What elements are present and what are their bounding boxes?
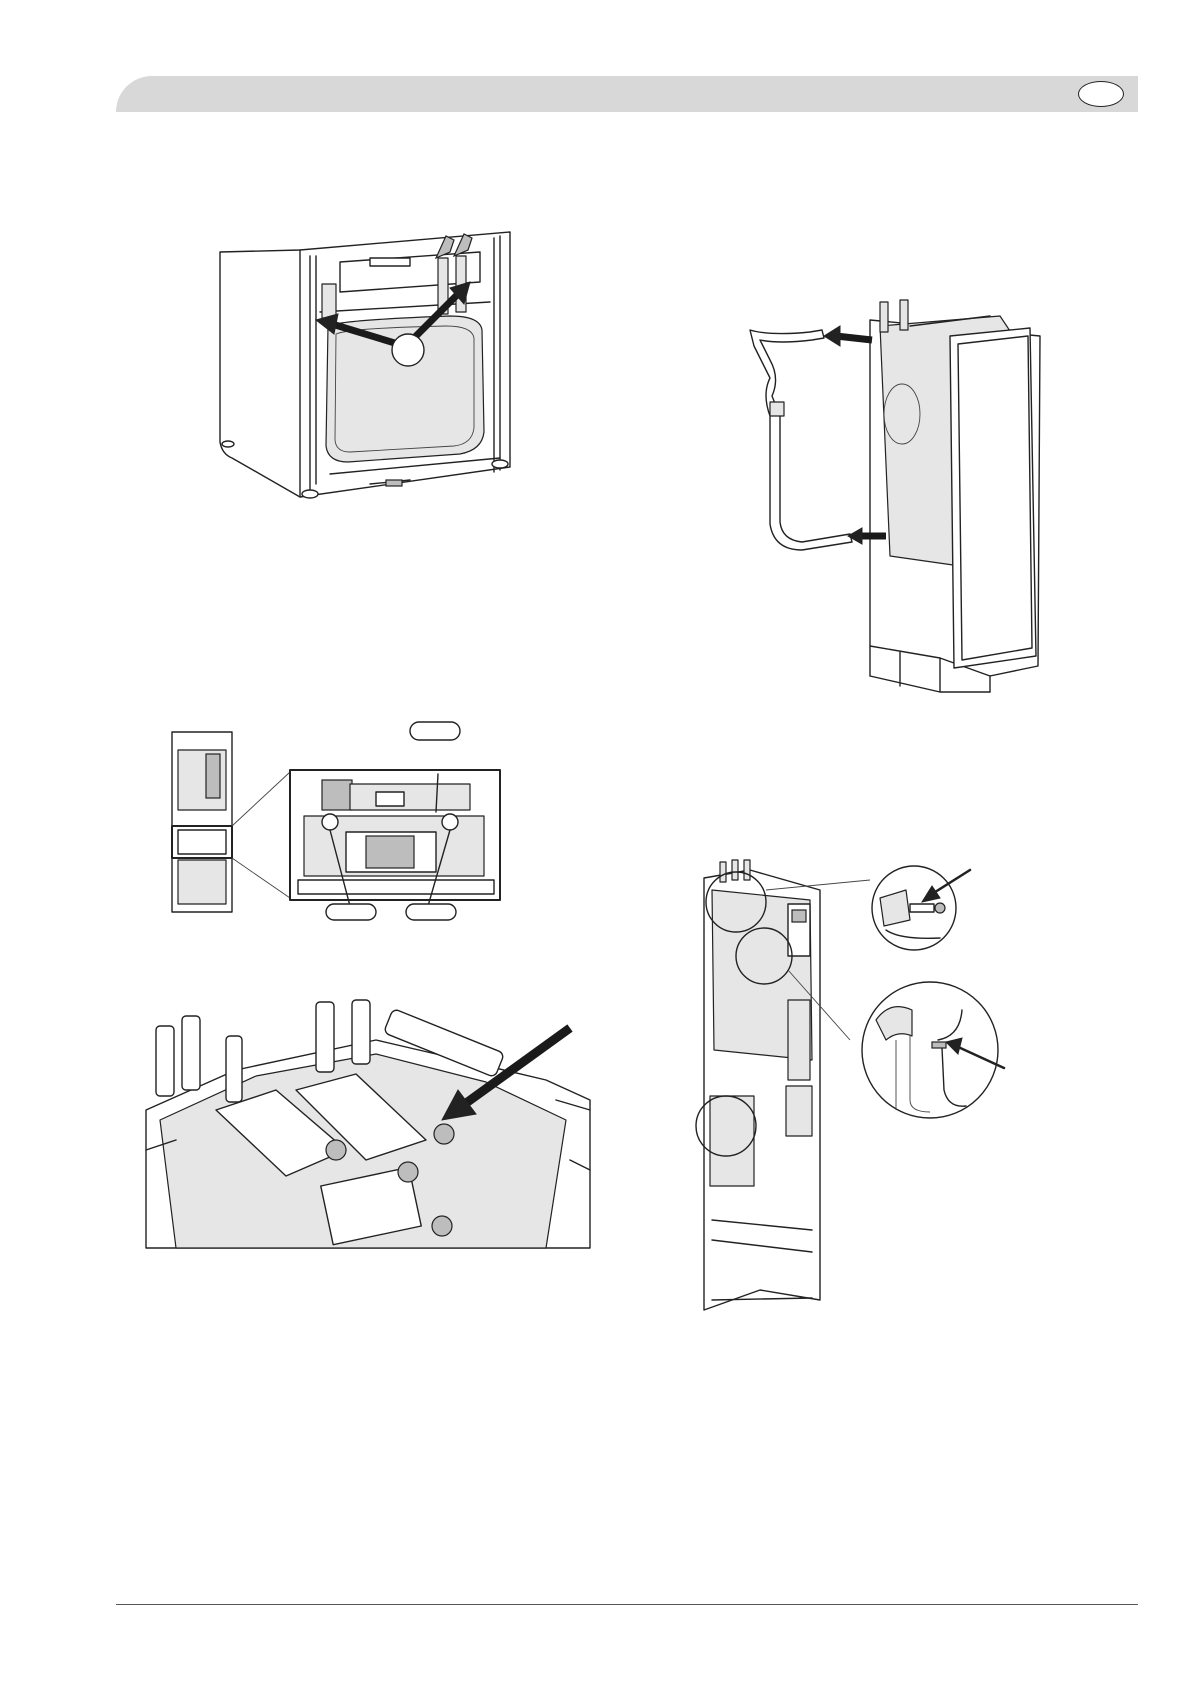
- callout-label-left: [326, 904, 376, 920]
- sensor-cable-detail-drawing: [700, 860, 1040, 1320]
- language-badge: [1078, 81, 1124, 107]
- callout-label-top: [410, 722, 460, 740]
- pipe-removal-frame-drawing: [740, 296, 1040, 702]
- page-header-bar: [116, 76, 1138, 112]
- footer-rule: [116, 1604, 1138, 1605]
- pipe-connections-top-view-drawing: [146, 1000, 590, 1250]
- callout-bubble: [392, 334, 424, 366]
- callout-label-right: [406, 904, 456, 920]
- cabinet-section-detail-drawing: [170, 720, 510, 920]
- heat-pump-lower-cabinet-drawing: [210, 222, 540, 552]
